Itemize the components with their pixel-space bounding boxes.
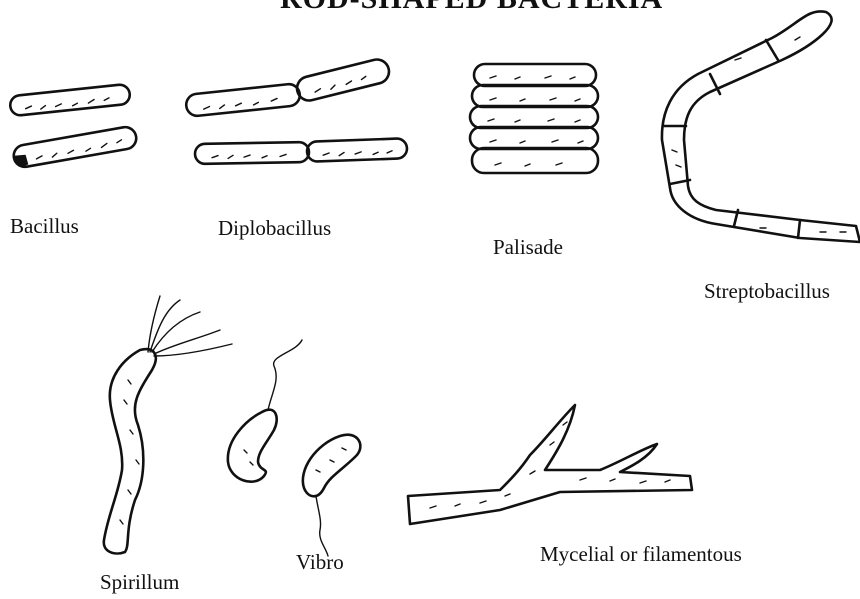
vibro-flagellum [268,340,302,410]
diplobacillus-rod [294,57,391,103]
mycelial-drawing [408,405,692,524]
palisade-rod [470,127,598,149]
streptobacillus-drawing [662,11,860,242]
spirillum-drawing [104,296,232,554]
palisade-rod [474,64,596,86]
palisade-rod [472,85,598,107]
bacillus-rod [12,125,138,168]
diplobacillus-rod [185,83,301,117]
vibro-cell [228,410,277,482]
diplobacillus-drawing [185,57,407,164]
palisade-rod [472,148,598,173]
label-palisade: Palisade [493,235,563,260]
label-mycelial: Mycelial or filamentous [540,542,742,567]
label-diplobacillus: Diplobacillus [218,216,331,241]
label-spirillum: Spirillum [100,570,179,595]
vibro-drawing [228,340,360,556]
vibro-cell [303,435,361,497]
bacillus-rod [9,84,130,116]
label-bacillus: Bacillus [10,214,79,239]
diplobacillus-rod [307,138,408,161]
mycelial-filament [408,405,692,524]
palisade-drawing [470,64,598,173]
label-streptobacillus: Streptobacillus [704,279,830,304]
streptobacillus-chain [662,11,860,242]
bacillus-drawing [9,84,138,169]
palisade-rod [470,106,598,128]
diplobacillus-rod [195,142,309,164]
vibro-flagellum [316,496,328,556]
label-vibro: Vibro [296,550,344,575]
spirillum-body [104,349,156,553]
spirillum-flagella [148,296,232,356]
